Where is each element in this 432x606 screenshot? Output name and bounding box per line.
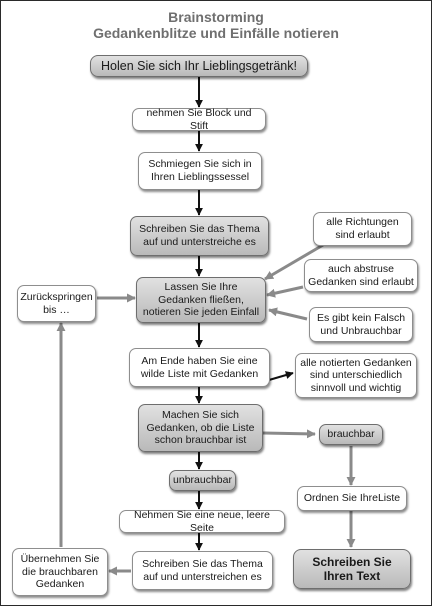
- step-topic-label: Schreiben Sie das Thema auf und unterstr…: [139, 223, 260, 248]
- diagram-subtitle: Gedankenblitze und Einfälle notieren: [93, 25, 339, 41]
- step-flow: Lassen Sie Ihre Gedanken fließen, notier…: [136, 277, 266, 323]
- step-chair: Schmiegen Sie sich in Ihren Lieblingsses…: [138, 152, 262, 190]
- step-new-page: Nehmen Sie eine neue, leere Seite: [119, 508, 285, 534]
- step-order-label: Ordnen Sie IhreListe: [303, 492, 401, 505]
- decision-unusable-label: unbrauchbar: [173, 474, 232, 487]
- decision-unusable: unbrauchbar: [169, 470, 236, 491]
- decision-usable-label: brauchbar: [327, 428, 375, 441]
- step-flow-label: Lassen Sie Ihre Gedanken fließen, notier…: [142, 281, 260, 319]
- note-abstruse-label: auch abstruse Gedanken sind erlaubt: [308, 262, 414, 288]
- step-take-over-label: Übernehmen Sie die brauchbaren Gedanken: [20, 553, 100, 591]
- note-directions: alle Richtungen sind erlaubt: [313, 212, 412, 246]
- arrow-nowrong-to-flow: [268, 307, 308, 321]
- step-topic: Schreiben Sie das Thema auf und unterstr…: [130, 216, 269, 256]
- arrow-check-to-usable: [262, 429, 316, 439]
- arrow-directions-to-flow: [264, 243, 324, 281]
- step-write-text-label: Schreiben Sie Ihren Text: [312, 554, 392, 583]
- step-take-over: Übernehmen Sie die brauchbaren Gedanken: [12, 548, 108, 596]
- note-no-wrong-label: Es gibt kein Falsch und Unbrauchbar: [316, 311, 406, 337]
- step-write-text: Schreiben Sie Ihren Text: [293, 549, 411, 589]
- step-pen: nehmen Sie Block und Stift: [132, 106, 266, 132]
- step-list-label: Am Ende haben Sie eine wilde Liste mit G…: [140, 354, 259, 380]
- note-useful-label: alle notierten Gedanken sind unterschied…: [300, 356, 412, 394]
- step-pen-label: nehmen Sie Block und Stift: [146, 106, 252, 132]
- step-drink: Holen Sie sich Ihr Lieblingsgetränk!: [90, 55, 308, 77]
- step-jump-back-label: Zurückspringen bis …: [20, 290, 93, 316]
- step-order: Ordnen Sie IhreListe: [297, 486, 407, 511]
- step-drink-label: Holen Sie sich Ihr Lieblingsgetränk!: [101, 58, 297, 73]
- step-list: Am Ende haben Sie eine wilde Liste mit G…: [129, 348, 270, 387]
- note-directions-label: alle Richtungen sind erlaubt: [326, 216, 399, 241]
- arrow-abstruse-to-flow: [266, 285, 304, 298]
- note-abstruse: auch abstruse Gedanken sind erlaubt: [304, 259, 418, 292]
- diagram-title: Brainstorming: [168, 9, 264, 25]
- arrow-list-to-note-useful: [268, 371, 294, 381]
- decision-usable: brauchbar: [319, 424, 383, 445]
- step-chair-label: Schmiegen Sie sich in Ihren Lieblingsses…: [148, 158, 252, 183]
- note-no-wrong: Es gibt kein Falsch und Unbrauchbar: [309, 307, 413, 342]
- note-useful: alle notierten Gedanken sind unterschied…: [295, 353, 417, 398]
- step-new-page-label: Nehmen Sie eine neue, leere Seite: [133, 508, 270, 534]
- step-topic-2-label: Schreiben Sie das Thema auf und unterstr…: [142, 557, 263, 583]
- step-topic-2: Schreiben Sie das Thema auf und unterstr…: [132, 551, 273, 590]
- step-jump-back: Zurückspringen bis …: [17, 285, 96, 322]
- step-check: Machen Sie sich Gedanken, ob die Liste s…: [138, 404, 263, 452]
- step-check-label: Machen Sie sich Gedanken, ob die Liste s…: [146, 409, 255, 447]
